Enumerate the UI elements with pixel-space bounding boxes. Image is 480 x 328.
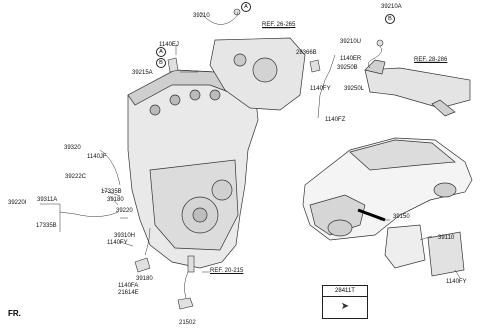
leader-lines (40, 11, 461, 299)
catalytic-converter (364, 59, 471, 117)
label-21502: 21502 (179, 320, 196, 326)
sensors (134, 8, 384, 310)
label-39110: 39110 (438, 235, 455, 241)
label-39180-upper: 39180 (107, 197, 124, 203)
label-1140FA: 1140FA (118, 283, 139, 289)
label-28366B: 28366B (296, 50, 317, 56)
legend-box: 28411T ➤ (322, 285, 368, 319)
label-39150: 39150 (393, 214, 410, 220)
front-indicator: FR. (8, 309, 21, 318)
label-1140FY-mid: 1140FY (310, 86, 331, 92)
arrow-icon: ➤ (340, 301, 350, 312)
label-1140EJ: 1140EJ (159, 42, 179, 48)
ecu-module (384, 224, 465, 277)
car-illustration (302, 137, 473, 241)
label-1140FY-left: 1140FY (107, 240, 128, 246)
label-39180-lower: 39180 (136, 276, 153, 282)
label-39210: 39210 (193, 13, 210, 19)
label-39311A: 39311A (37, 197, 58, 203)
label-39222C: 39222C (65, 174, 87, 180)
label-1140FY-right: 1140FY (446, 279, 467, 285)
label-39220I: 39220I (8, 200, 27, 206)
label-17335B-upper: 17335B (101, 189, 122, 195)
label-39250B: 39250B (337, 65, 358, 71)
label-39210U: 39210U (340, 39, 362, 45)
label-39210A: 39210A (381, 4, 402, 10)
label-17335B-lower: 17335B (36, 223, 57, 229)
callout-b-top: B (385, 14, 395, 24)
callout-a: A (156, 47, 166, 57)
ref-28-286: REF. 28-286 (414, 57, 448, 63)
label-39215A: 39215A (132, 70, 153, 76)
ref-26-265: REF. 26-265 (262, 22, 296, 28)
legend-code: 28411T (323, 286, 367, 297)
label-39310H: 39310H (114, 233, 136, 239)
engine-block (127, 69, 259, 269)
label-1140JF: 1140JF (87, 154, 107, 160)
label-39220: 39220 (116, 208, 133, 214)
label-1140ER: 1140ER (340, 56, 362, 62)
label-39250L: 39250L (344, 86, 365, 92)
ref-20-215: REF. 20-215 (210, 268, 244, 274)
label-21614E: 21614E (118, 290, 139, 296)
label-1140FZ: 1140FZ (325, 117, 346, 123)
exhaust-manifold (209, 37, 306, 111)
callout-a-top: A (241, 2, 251, 12)
callout-b: B (156, 58, 166, 68)
label-39320: 39320 (64, 145, 81, 151)
